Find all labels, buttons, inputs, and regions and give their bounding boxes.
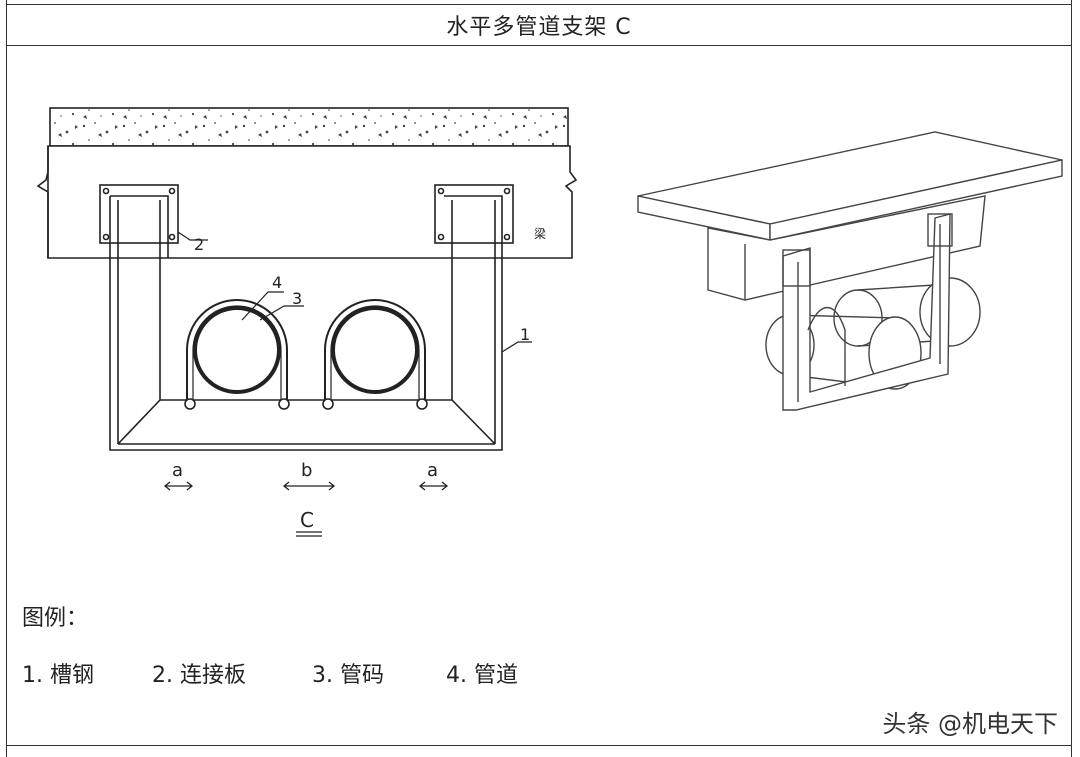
legend-title: 图例： bbox=[22, 606, 89, 631]
callout-1: 1 bbox=[520, 325, 530, 344]
iso-beam bbox=[707, 195, 986, 301]
pipe-right bbox=[331, 306, 419, 394]
callout-3: 3 bbox=[292, 289, 302, 308]
section-view bbox=[36, 107, 578, 537]
callout-2: 2 bbox=[194, 235, 204, 254]
legend-item-connection-plate: 2. 连接板 bbox=[152, 663, 246, 688]
legend-list: 1. 槽钢 2. 连接板 3. 管码 4. 管道 bbox=[22, 657, 518, 689]
iso-channel bbox=[782, 213, 951, 411]
watermark: 头条 @机电天下 bbox=[882, 710, 1058, 738]
pipe-left bbox=[193, 306, 281, 394]
left-plate bbox=[99, 184, 179, 244]
legend-item-pipe-clamp: 3. 管码 bbox=[312, 663, 384, 688]
legend-item-channel-steel: 1. 槽钢 bbox=[22, 663, 94, 688]
clamp-left bbox=[186, 299, 288, 400]
left-post-top bbox=[110, 195, 169, 258]
drawing-title: 水平多管道支架 C bbox=[6, 4, 1072, 46]
isometric-view bbox=[637, 131, 1063, 411]
iso-pipe-back bbox=[919, 277, 981, 347]
section-mark: C bbox=[300, 508, 314, 532]
dim-a-right: a bbox=[427, 460, 438, 481]
bottom-border bbox=[6, 745, 1072, 746]
drawing-frame bbox=[6, 0, 1072, 757]
callout-4: 4 bbox=[272, 273, 282, 292]
dim-a-left: a bbox=[172, 460, 183, 481]
dim-b-mid: b bbox=[301, 460, 312, 481]
right-plate bbox=[434, 184, 514, 244]
clamp-right bbox=[324, 299, 426, 400]
dimension-lines bbox=[163, 481, 449, 491]
concrete-slab bbox=[49, 107, 569, 147]
channel-frame bbox=[109, 195, 503, 451]
beam-label: 梁 bbox=[534, 226, 546, 241]
legend-item-pipe: 4. 管道 bbox=[446, 663, 518, 688]
